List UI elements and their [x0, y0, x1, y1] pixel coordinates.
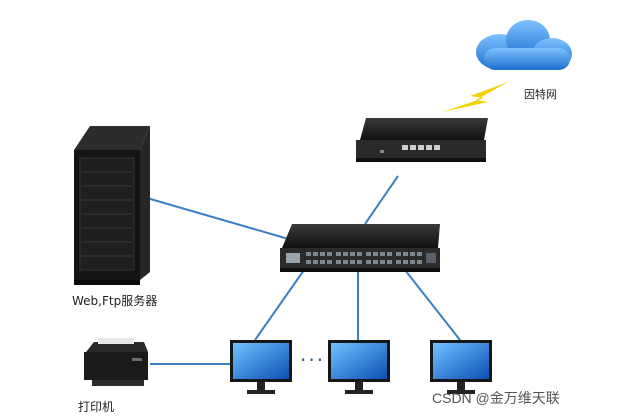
server-rack-icon: [74, 126, 150, 285]
watermark: CSDN @金万维天联: [432, 390, 560, 406]
router-icon: [356, 118, 488, 162]
link-server-switch: [139, 195, 293, 241]
link-switch-router: [364, 175, 399, 225]
printer-label: 打印机: [78, 400, 115, 414]
connection-lines: [139, 175, 461, 365]
internet-label: 因特网: [524, 88, 557, 101]
monitor-icon: [230, 340, 292, 394]
link-switch-monitor-1: [254, 269, 305, 341]
cloud-icon: [476, 20, 572, 70]
lightning-icon: [442, 82, 508, 112]
ellipsis-dots: ···: [300, 348, 326, 372]
server-label: Web,Ftp服务器: [72, 294, 158, 308]
link-switch-monitor-3: [404, 269, 461, 341]
switch-icon: [280, 224, 440, 272]
monitor-icon: [430, 340, 492, 394]
printer-icon: [84, 338, 148, 386]
monitor-icon: [328, 340, 390, 394]
